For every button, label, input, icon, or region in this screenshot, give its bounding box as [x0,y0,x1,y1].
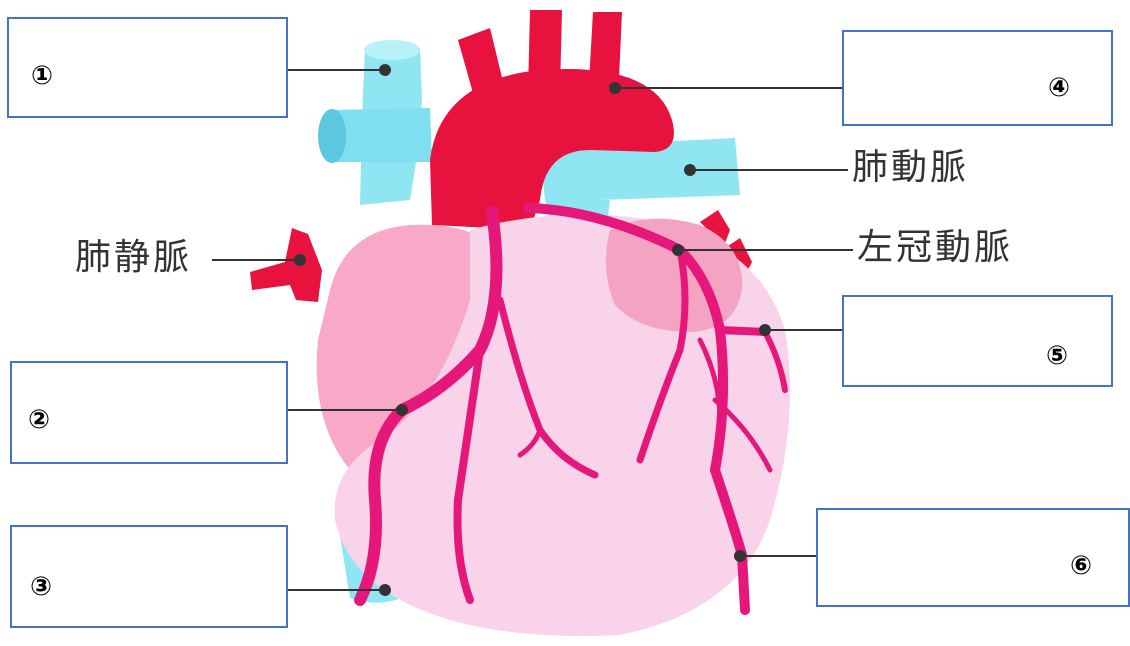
answer-box-3[interactable]: ③ [10,525,288,628]
label-pulmonary-vein: 肺静脈 [75,240,192,276]
answer-box-number: ③ [30,574,52,600]
answer-box-number: ① [31,63,53,89]
answer-box-4[interactable]: ④ [842,30,1113,126]
answer-box-5[interactable]: ⑤ [842,295,1113,387]
answer-box-number: ⑥ [1070,553,1092,579]
answer-box-number: ② [28,407,50,433]
answer-box-number: ⑤ [1046,343,1068,369]
label-left-coronary-artery: 左冠動脈 [857,230,1013,266]
label-pulmonary-artery: 肺動脈 [852,150,969,186]
answer-box-1[interactable]: ① [7,17,288,118]
answer-box-6[interactable]: ⑥ [816,508,1130,607]
answer-box-2[interactable]: ② [10,361,288,464]
answer-box-number: ④ [1048,75,1070,101]
